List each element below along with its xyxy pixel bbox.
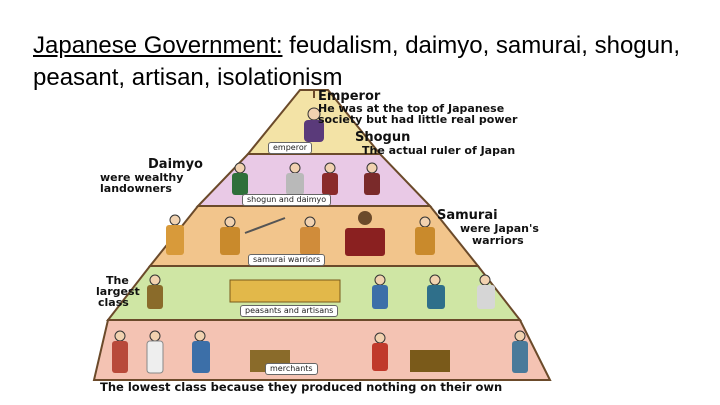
caption-merchants: merchants — [265, 363, 318, 375]
caption-emperor: emperor — [268, 142, 312, 154]
shogun-desc: The actual ruler of Japan — [362, 145, 515, 156]
samurai-label: Samurai — [437, 209, 498, 222]
slide-title: Japanese Government: feudalism, daimyo, … — [33, 30, 703, 94]
caption-peasants-artisans: peasants and artisans — [240, 305, 338, 317]
caption-samurai: samurai warriors — [248, 254, 325, 266]
caption-shogun-daimyo: shogun and daimyo — [242, 194, 331, 206]
daimyo-desc-line2: landowners — [100, 183, 172, 194]
title-heading: Japanese Government: — [33, 32, 282, 59]
daimyo-label: Daimyo — [148, 158, 203, 171]
samurai-desc-line2: warriors — [472, 235, 524, 246]
shogun-label: Shogun — [355, 131, 410, 144]
emperor-desc-line2: society but had little real power — [318, 114, 517, 125]
largest-class-line3: class — [98, 297, 129, 308]
lowest-class-caption: The lowest class because they produced n… — [100, 382, 502, 393]
samurai-desc-line1: were Japan's — [460, 223, 539, 234]
